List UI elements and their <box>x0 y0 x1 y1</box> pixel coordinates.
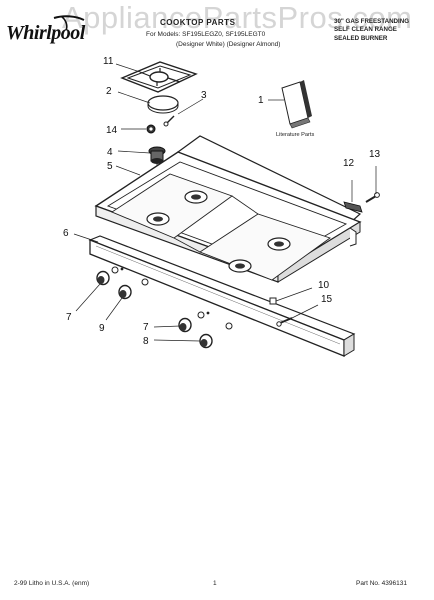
literature-parts-icon <box>281 80 312 129</box>
screw-part <box>365 166 380 203</box>
brand-name: Whirlpool <box>6 22 85 44</box>
callout-label: 11 <box>103 56 114 67</box>
callout-label: 7 <box>66 312 72 323</box>
clip-part <box>269 287 313 305</box>
burner-grate <box>120 61 198 93</box>
range-type-line: SEALED BURNER <box>334 34 388 42</box>
panel-screw <box>276 304 319 327</box>
callout-label: 9 <box>99 323 105 334</box>
watermark-text: AppliancePartsPros.com <box>62 0 413 35</box>
page-number: 1 <box>213 580 217 587</box>
callout-label: 13 <box>369 149 381 160</box>
literature-parts-label: Literature Parts <box>276 132 315 138</box>
control-knob <box>178 317 192 333</box>
whirlpool-logo <box>6 14 98 54</box>
logo-swoosh-icon <box>53 15 85 31</box>
range-type-line: 30" GAS FREESTANDING <box>334 18 410 25</box>
hinge-part <box>343 180 363 213</box>
callout-label: 1 <box>258 95 264 106</box>
callout-label: 3 <box>201 90 207 101</box>
burner-openings <box>146 190 291 273</box>
part-number: Part No. 4396131 <box>356 580 407 587</box>
range-type: 30" GAS FREESTANDING SELF CLEAN RANGE SE… <box>334 18 409 43</box>
callout-label: 15 <box>321 294 333 305</box>
litho-note: 2-99 Litho in U.S.A. (enm) <box>14 580 90 587</box>
burner-cap <box>147 95 179 114</box>
section-title: COOKTOP PARTS <box>160 18 236 27</box>
callout-label: 12 <box>343 158 355 169</box>
finish-colors: (Designer White) (Designer Almond) <box>176 41 281 48</box>
control-knob <box>118 284 132 300</box>
callout-label: 7 <box>143 322 149 333</box>
control-knob <box>96 270 110 286</box>
callout-label: 8 <box>143 336 149 347</box>
burner-ring <box>146 124 156 134</box>
cooktop-main-top <box>94 135 362 283</box>
range-type-line: SELF CLEAN RANGE <box>334 26 397 34</box>
callout-label: 6 <box>63 228 69 239</box>
leader-lines <box>73 63 284 342</box>
spark-electrode <box>163 115 175 127</box>
callout-label: 14 <box>106 125 118 136</box>
callout-label: 2 <box>106 86 112 97</box>
callout-label: 10 <box>318 280 330 291</box>
callout-label: 4 <box>107 147 113 158</box>
control-knob <box>199 333 213 349</box>
control-panel <box>88 235 356 357</box>
callout-label: 5 <box>107 161 113 172</box>
model-numbers: For Models: SF195LEGZ0, SF195LEGT0 <box>146 31 266 38</box>
